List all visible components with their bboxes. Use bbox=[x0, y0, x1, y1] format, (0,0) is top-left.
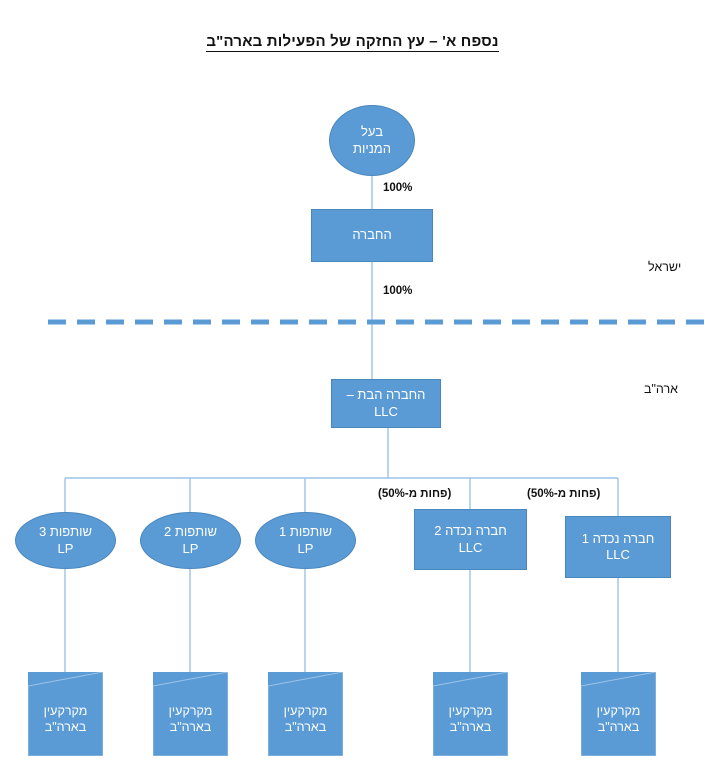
node-property-1-label: מקרקעין בארה"ב bbox=[43, 703, 88, 734]
node-property-4-label: מקרקעין בארה"ב bbox=[448, 703, 493, 734]
page-title-text: נספח א' – עץ החזקה של הפעילות בארה"ב bbox=[206, 33, 499, 52]
region-label-israel: ישראל bbox=[648, 260, 682, 274]
node-partnership-3-label: שותפות 3 LP bbox=[39, 524, 92, 556]
node-property-3[interactable]: מקרקעין בארה"ב bbox=[268, 672, 343, 756]
parallelogram-shape bbox=[433, 672, 508, 756]
parallelogram-shape bbox=[581, 672, 656, 756]
node-partnership-1[interactable]: שותפות 1 LP bbox=[255, 512, 356, 569]
node-property-3-label: מקרקעין בארה"ב bbox=[283, 703, 328, 734]
node-grandchild-company-1[interactable]: חברה נכדה 1 LLC bbox=[565, 516, 671, 578]
node-property-4[interactable]: מקרקעין בארה"ב bbox=[433, 672, 508, 756]
node-property-5[interactable]: מקרקעין בארה"ב bbox=[581, 672, 656, 756]
edge-label-company-subsidiary: 100% bbox=[383, 285, 413, 297]
edge-label-grandchild-2-stake: (פחות מ-50%) bbox=[378, 488, 452, 500]
node-grandchild-company-1-label: חברה נכדה 1 LLC bbox=[581, 530, 655, 562]
node-partnership-1-label: שותפות 1 LP bbox=[279, 524, 332, 556]
node-shareholder-label: בעל המניות bbox=[353, 124, 391, 156]
node-partnership-3[interactable]: שותפות 3 LP bbox=[15, 512, 116, 569]
node-company[interactable]: החברה bbox=[311, 209, 433, 262]
node-partnership-2-label: שותפות 2 LP bbox=[164, 524, 217, 556]
node-property-2-label: מקרקעין בארה"ב bbox=[168, 703, 213, 734]
parallelogram-shape bbox=[28, 672, 103, 756]
node-subsidiary[interactable]: החברה הבת – LLC bbox=[331, 379, 441, 428]
node-subsidiary-label: החברה הבת – LLC bbox=[346, 387, 426, 419]
node-property-2[interactable]: מקרקעין בארה"ב bbox=[153, 672, 228, 756]
node-property-1[interactable]: מקרקעין בארה"ב bbox=[28, 672, 103, 756]
node-property-5-label: מקרקעין בארה"ב bbox=[596, 703, 641, 734]
node-grandchild-company-2-label: חברה נכדה 2 LLC bbox=[434, 523, 507, 555]
page-title: נספח א' – עץ החזקה של הפעילות בארה"ב bbox=[0, 33, 705, 52]
parallelogram-shape bbox=[268, 672, 343, 756]
edge-label-grandchild-1-stake: (פחות מ-50%) bbox=[527, 488, 601, 500]
node-partnership-2[interactable]: שותפות 2 LP bbox=[140, 512, 241, 569]
node-grandchild-company-2[interactable]: חברה נכדה 2 LLC bbox=[414, 509, 527, 570]
parallelogram-shape bbox=[153, 672, 228, 756]
edge-label-shareholder-company: 100% bbox=[383, 182, 413, 194]
node-shareholder[interactable]: בעל המניות bbox=[329, 105, 415, 176]
region-label-usa: ארה"ב bbox=[644, 382, 678, 396]
node-company-label: החברה bbox=[352, 227, 392, 243]
